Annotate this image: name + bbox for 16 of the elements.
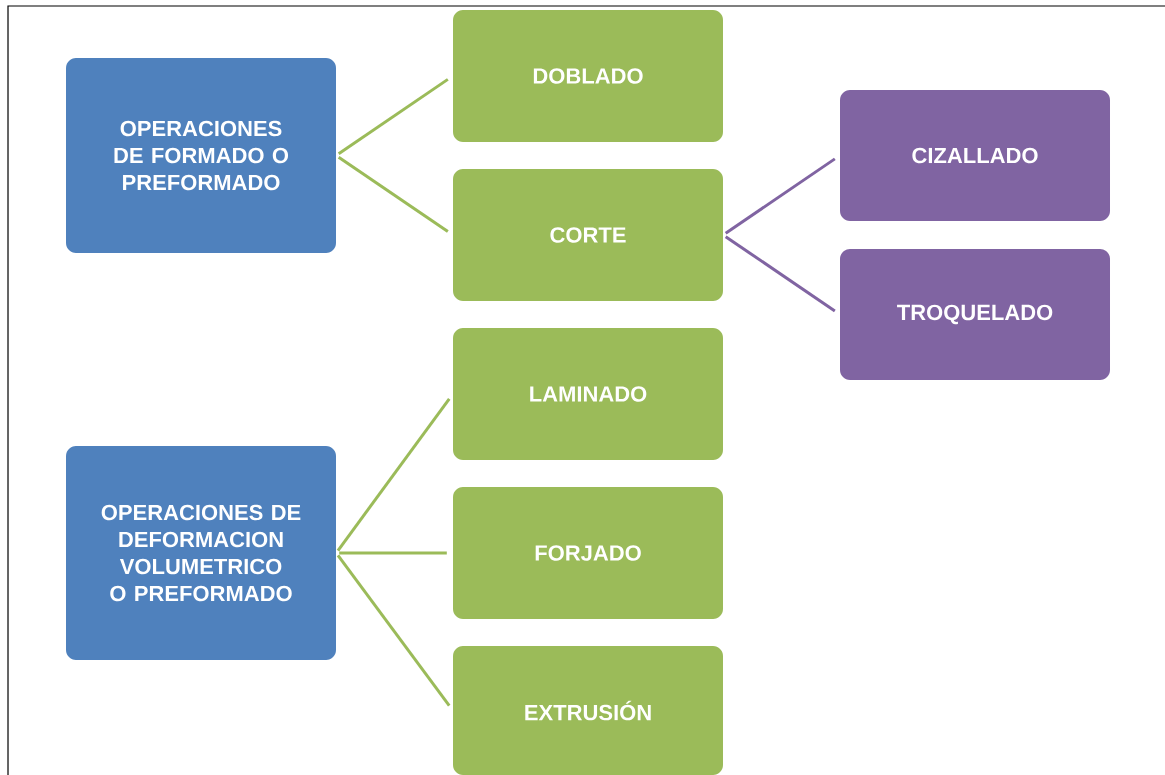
category-box: OPERACIONES DE FORMADO O PREFORMADO <box>66 58 336 253</box>
connector-line <box>337 78 449 156</box>
connector-line <box>724 157 836 235</box>
connector-line <box>336 554 451 707</box>
process-box: DOBLADO <box>453 10 723 142</box>
connector-line <box>337 155 449 233</box>
connector-line <box>336 397 451 552</box>
process-box: CORTE <box>453 169 723 301</box>
category-box: OPERACIONES DE DEFORMACION VOLUMETRICO O PREFORMADO <box>66 446 336 660</box>
connector-line <box>724 235 836 313</box>
process-box: CIZALLADO <box>840 90 1110 221</box>
process-box: TROQUELADO <box>840 249 1110 380</box>
process-box: LAMINADO <box>453 328 723 460</box>
connector-line <box>339 551 447 555</box>
process-box: EXTRUSIÓN <box>453 646 723 775</box>
process-box: FORJADO <box>453 487 723 619</box>
